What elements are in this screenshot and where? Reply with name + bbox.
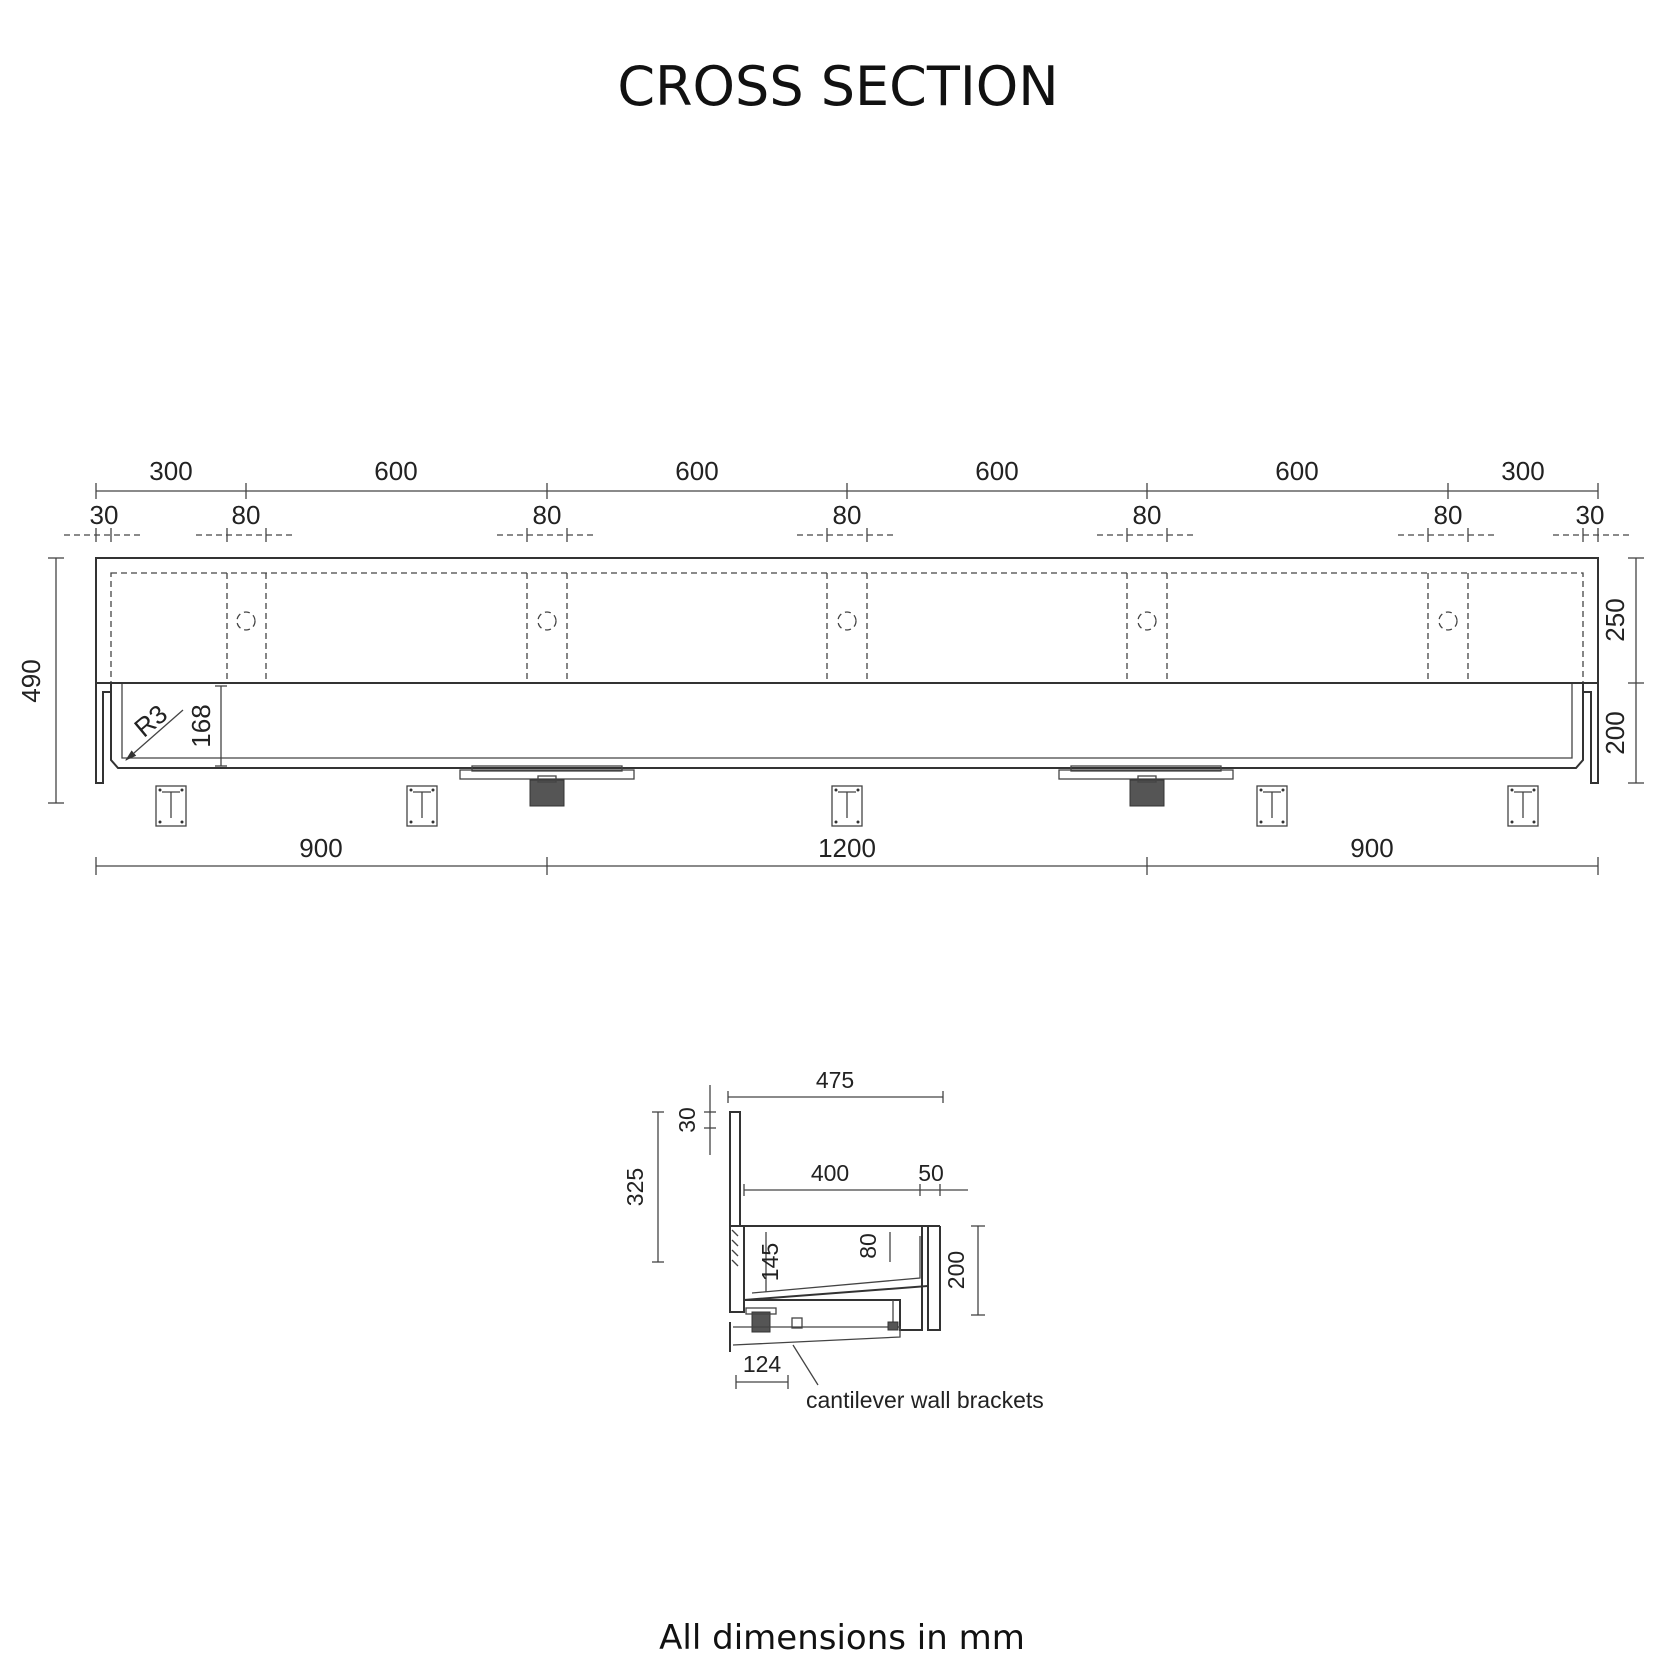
bracket-note: cantilever wall brackets (806, 1387, 1044, 1413)
dim-sub-4: 80 (1133, 500, 1162, 530)
radius-leader (125, 709, 184, 761)
dim-475: 475 (816, 1067, 854, 1093)
dim-top-3: 600 (975, 456, 1018, 486)
dim-145: 145 (757, 1243, 783, 1281)
dim-sub-2: 80 (533, 500, 562, 530)
inner-depth-label: 168 (186, 704, 216, 747)
dim-top-5: 300 (1501, 456, 1544, 486)
fixing-hole-icon (236, 611, 256, 631)
dim-bottom-1: 1200 (818, 833, 876, 863)
dim-bottom-2: 900 (1350, 833, 1393, 863)
drain-icon (751, 1311, 771, 1333)
dim-400: 400 (811, 1160, 849, 1186)
right-upper-label: 250 (1600, 598, 1630, 641)
sub-dimension-lines (64, 528, 1630, 542)
side-section: 475 30 325 400 50 (622, 1067, 1044, 1413)
dim-124: 124 (743, 1351, 782, 1377)
dim-80: 80 (855, 1233, 881, 1259)
drain-outlet-right (1058, 765, 1234, 807)
dim-200: 200 (943, 1251, 969, 1289)
bracket-icon (1507, 785, 1539, 827)
fixing-hole-icon (1137, 611, 1157, 631)
fixing-hole-icon (537, 611, 557, 631)
bracket-icon (1256, 785, 1288, 827)
fixing-hole-icon (1438, 611, 1458, 631)
dim-sub-5: 80 (1434, 500, 1463, 530)
dim-30: 30 (674, 1107, 700, 1133)
top-dimension-ticks (95, 483, 1599, 499)
right-lower-label: 200 (1600, 711, 1630, 754)
support-columns (226, 573, 1469, 683)
radius-label: R3 (128, 699, 173, 743)
dim-top-1: 600 (374, 456, 417, 486)
dashed-compartment (110, 572, 1584, 684)
bracket-icons (155, 785, 1539, 827)
wall-hatch (731, 1229, 739, 1267)
dim-top-4: 600 (1275, 456, 1318, 486)
dim-bottom-0: 900 (299, 833, 342, 863)
overall-height-label: 490 (16, 659, 46, 702)
dim-325: 325 (622, 1168, 648, 1206)
dim-sub-6: 30 (1576, 500, 1605, 530)
bracket-icon (155, 785, 187, 827)
dim-sub-1: 80 (232, 500, 261, 530)
dim-sub-0: 30 (90, 500, 119, 530)
drain-outlet-left (459, 765, 635, 807)
units-footnote: All dimensions in mm (659, 1618, 1025, 1658)
upper-panel-outline (95, 557, 1599, 684)
page-title: CROSS SECTION (617, 55, 1058, 118)
dim-50: 50 (918, 1160, 944, 1186)
backsplash-panel (729, 1111, 741, 1227)
trough-outline (95, 682, 1599, 784)
cantilever-bracket (732, 1326, 901, 1346)
bracket-icon (831, 785, 863, 827)
dim-sub-3: 80 (833, 500, 862, 530)
fixing-hole-icon (837, 611, 857, 631)
dim-top-2: 600 (675, 456, 718, 486)
bracket-icon (406, 785, 438, 827)
dim-top-0: 300 (149, 456, 192, 486)
front-elevation: 300 600 600 600 600 300 (16, 456, 1644, 875)
